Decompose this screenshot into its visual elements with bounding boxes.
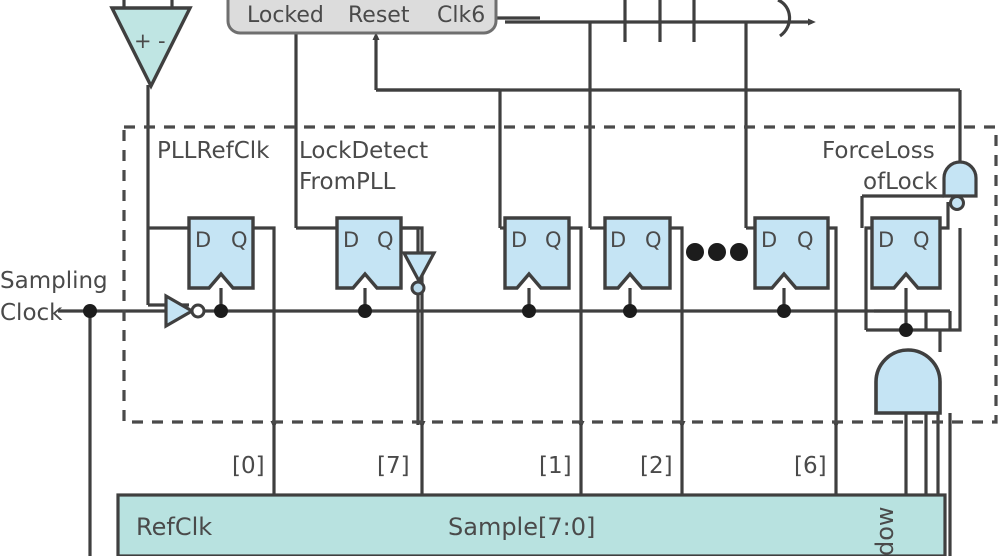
label-lockdetect-line2: FromPLL (299, 169, 396, 195)
ff-1-d-label: D (511, 228, 527, 252)
wires-layer (58, 0, 962, 556)
bit-tap-1: [1] (539, 453, 572, 479)
label-sampling-line2: Clock (0, 300, 63, 326)
wire-ff0-q-drop (253, 226, 278, 429)
wire-ff7-q-to-inv (401, 226, 420, 253)
port-label-locked: Locked (247, 3, 324, 28)
bit-tap-6: [6] (794, 453, 827, 479)
sample-bar[interactable]: RefClk Sample[7:0] dow (116, 493, 947, 556)
label-lockdetect-line1: LockDetect (299, 138, 428, 164)
sample-bar-center-label: Sample[7:0] (448, 513, 595, 541)
sample-bar-window-label: dow (871, 506, 899, 556)
sample-bar-refclk-label: RefClk (136, 513, 212, 541)
label-pllrefclk: PLLRefClk (157, 138, 270, 164)
dot-and-input (899, 323, 913, 337)
dot-sampling-trunk (83, 304, 97, 318)
nand-gate-small[interactable] (942, 160, 978, 211)
dot-ff1-clk (522, 304, 536, 318)
flipflop-row: D Q D Q D Q D Q D Q D Q (187, 216, 942, 290)
ff-7-q-label: Q (377, 228, 394, 252)
junction-dots (83, 304, 913, 337)
wire-ff1-q-drop (569, 226, 585, 429)
port-label-reset: Reset (348, 3, 410, 28)
and-gate-large[interactable] (874, 348, 942, 415)
ff-6[interactable]: D Q (753, 216, 830, 290)
label-forceloss-line1: ForceLoss (822, 138, 935, 164)
ff-last-d-label: D (878, 228, 894, 252)
ff-2-d-label: D (610, 228, 626, 252)
comparator-minus-label: - (158, 29, 166, 53)
pll-status-block[interactable]: Locked Reset Clk6 (226, 0, 498, 35)
ff-last[interactable]: D Q (870, 216, 942, 290)
ff-7-d-label: D (343, 228, 359, 252)
wire-and-to-up-right (940, 228, 962, 332)
ff-1[interactable]: D Q (503, 216, 571, 290)
ff-0-d-label: D (195, 228, 211, 252)
signal-labels: PLLRefClk LockDetect FromPLL ForceLoss o… (0, 138, 938, 326)
module-boundary (122, 125, 998, 424)
ff-1-q-label: Q (545, 228, 562, 252)
ff-6-q-label: Q (797, 228, 814, 252)
bit-tap-labels: [0] [7] [1] [2] [6] (232, 453, 827, 479)
comparator[interactable]: + - (109, 6, 193, 90)
ff-6-d-label: D (761, 228, 777, 252)
dot-ff6-clk (777, 304, 791, 318)
bit-tap-2: [2] (640, 453, 673, 479)
wire-fflast-d-left (864, 226, 872, 330)
bus-curve-fragment (777, 0, 792, 38)
label-forceloss-line2: ofLock (863, 169, 938, 195)
label-sampling-line1: Sampling (0, 268, 108, 294)
ff-0[interactable]: D Q (187, 216, 255, 290)
clock-inverter[interactable] (164, 293, 206, 329)
ff-7[interactable]: D Q (335, 216, 403, 290)
dot-ff0-clk (214, 304, 228, 318)
wire-ff2-q-drop (670, 226, 686, 429)
ellipsis-dots (686, 243, 748, 261)
comparator-plus-label: + (134, 29, 152, 53)
ff-2[interactable]: D Q (603, 216, 672, 290)
ff7-output-inverter[interactable] (401, 251, 437, 296)
wire-ff6-q-drop (828, 226, 840, 429)
dot-ff2-clk (623, 304, 637, 318)
port-label-clk6: Clk6 (437, 3, 485, 28)
dot-ff7-clk (358, 304, 372, 318)
ff-0-q-label: Q (231, 228, 248, 252)
ff-2-q-label: Q (645, 228, 662, 252)
ff-last-q-label: Q (913, 228, 930, 252)
bit-tap-0: [0] (232, 453, 265, 479)
bit-tap-7: [7] (377, 453, 410, 479)
